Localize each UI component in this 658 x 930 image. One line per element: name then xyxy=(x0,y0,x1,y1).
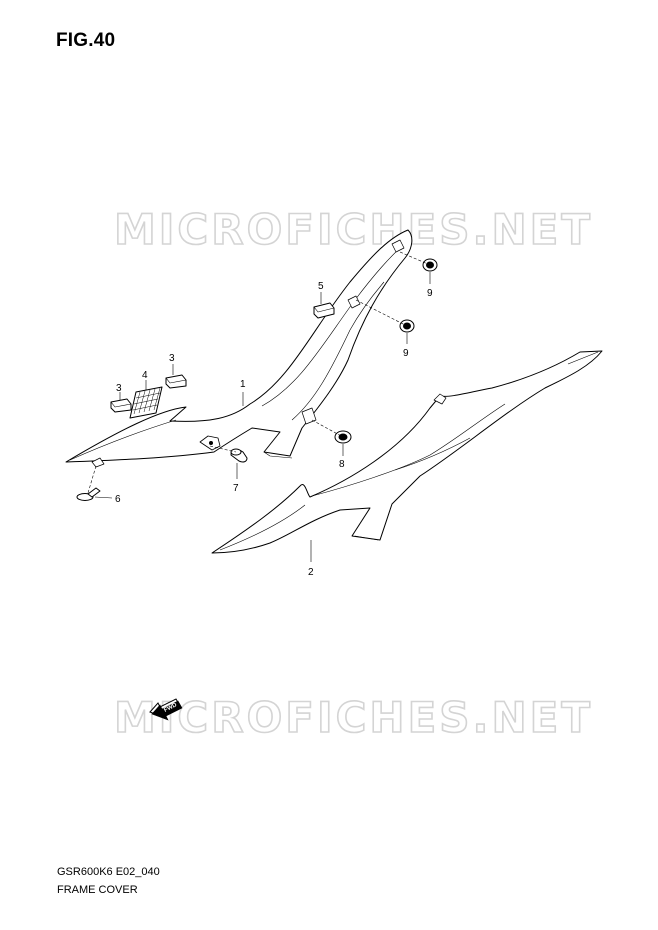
watermark-bottom: MICROFICHES.NET xyxy=(113,692,593,743)
leader-lines xyxy=(87,251,431,562)
section-name: FRAME COVER xyxy=(57,884,138,896)
fwd-label: FWD xyxy=(163,702,178,714)
callout-4: 4 xyxy=(142,370,148,381)
part-6-screw[interactable] xyxy=(76,487,101,501)
part-2-frame-cover-right[interactable] xyxy=(211,350,603,554)
part-3-cushion-lower[interactable] xyxy=(110,398,132,413)
callout-9-lower: 9 xyxy=(403,348,409,359)
part-5-cushion[interactable] xyxy=(313,302,335,319)
part-3-cushion-upper[interactable] xyxy=(165,374,187,389)
fwd-arrow-icon: FWD xyxy=(149,698,183,721)
callout-8: 8 xyxy=(339,459,345,470)
watermark-top: MICROFICHES.NET xyxy=(113,204,593,255)
callout-2: 2 xyxy=(308,567,314,578)
part-4-cushion-pad[interactable] xyxy=(129,386,163,419)
callout-6: 6 xyxy=(115,494,121,505)
figure-title: FIG.40 xyxy=(56,30,116,51)
callout-3-upper: 3 xyxy=(169,353,175,364)
callout-5: 5 xyxy=(318,281,324,292)
callout-3-lower: 3 xyxy=(116,383,122,394)
part-7-fastener[interactable] xyxy=(230,448,248,463)
callout-1: 1 xyxy=(240,379,246,390)
callout-7: 7 xyxy=(233,483,239,494)
model-code: GSR600K6 E02_040 xyxy=(57,866,160,878)
callout-9-upper: 9 xyxy=(427,288,433,299)
part-1-frame-cover-left[interactable] xyxy=(65,229,413,468)
